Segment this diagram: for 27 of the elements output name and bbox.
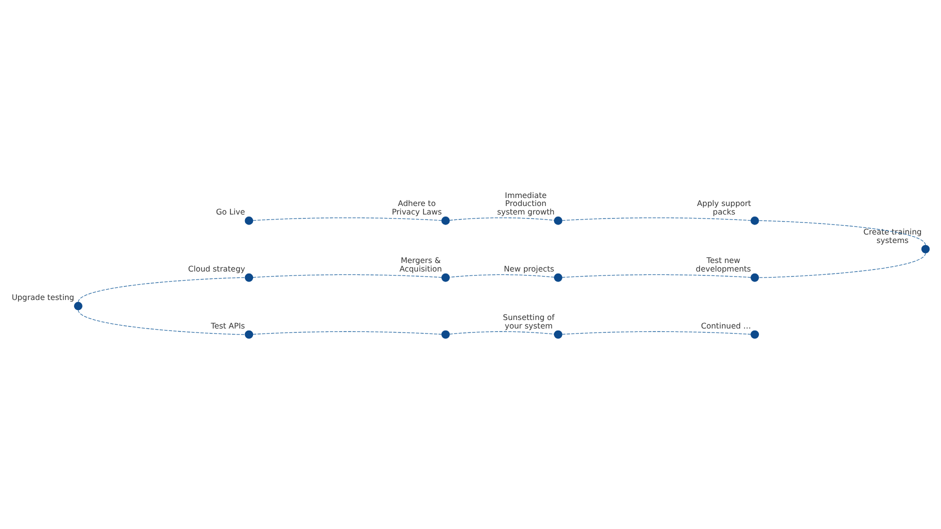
node-circle [441,330,450,338]
node-circle [244,330,254,338]
node-circle [441,216,450,224]
node-circle [750,272,759,282]
connector [562,216,752,220]
node-circle [750,216,759,224]
connector [562,330,752,334]
connector [78,276,245,302]
connector [252,330,442,334]
node-circle [750,330,759,338]
connector [758,252,926,278]
connector [449,274,554,278]
node-circle [554,216,562,224]
node-circle [74,301,82,310]
connector [252,216,442,220]
connector [562,274,752,278]
connector [449,216,554,220]
node-circle [921,244,930,253]
node-circle [554,330,562,338]
connector [252,274,442,278]
node-circle [441,272,450,282]
connector [78,309,245,334]
connector [758,220,926,246]
connector [449,330,554,334]
node-circle [554,272,562,282]
node-circle [244,216,254,224]
node-circle [244,272,254,282]
